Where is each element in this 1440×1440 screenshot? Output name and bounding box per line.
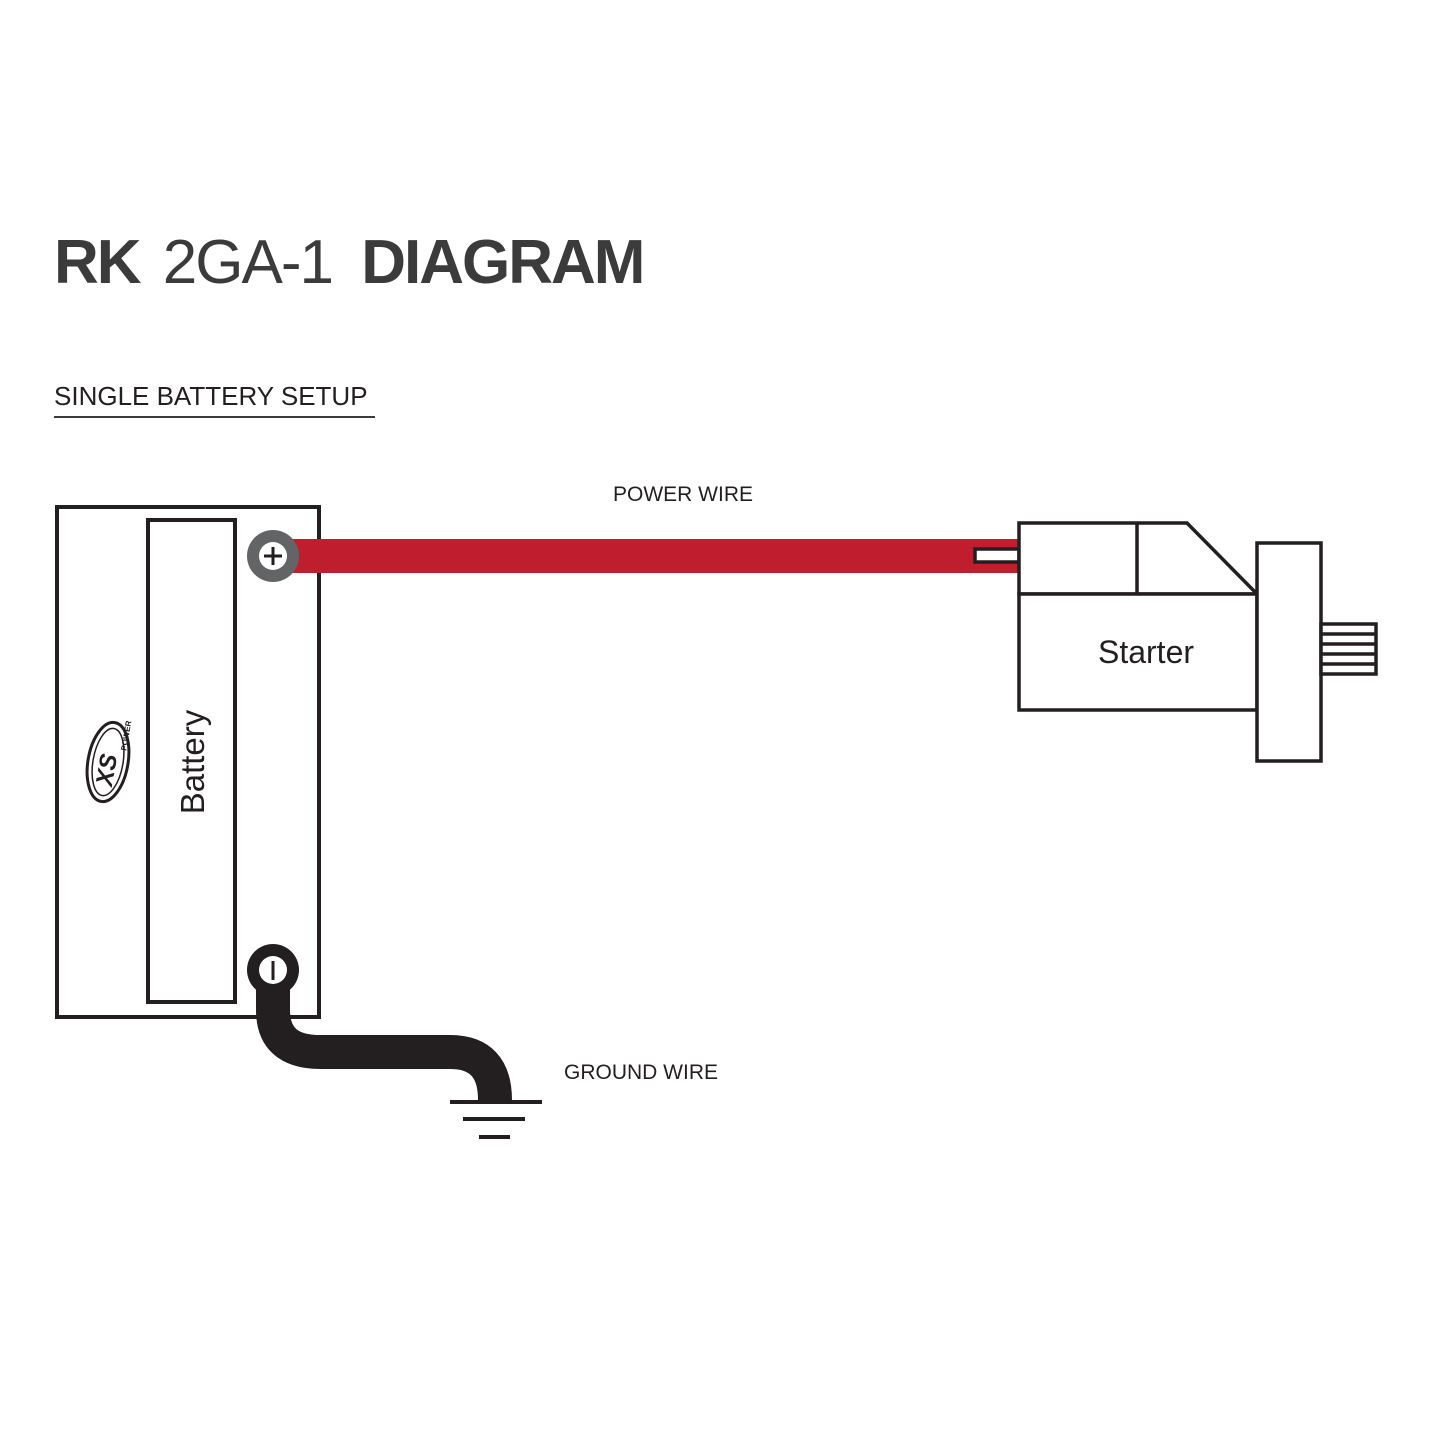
section-subtitle: SINGLE BATTERY SETUP (54, 381, 368, 411)
plus-icon (264, 547, 282, 565)
ground-wire (256, 975, 512, 1101)
battery-label: Battery (174, 709, 211, 814)
power-wire-label: POWER WIRE (613, 483, 753, 506)
starter-pinion (1319, 622, 1378, 676)
starter-label: Starter (1098, 634, 1194, 670)
positive-terminal (247, 530, 299, 582)
power-wire (273, 539, 1019, 573)
title-model-number: 2GA-1 (163, 228, 332, 297)
title-model-prefix: RK (54, 228, 142, 297)
svg-text:XS: XS (91, 752, 123, 790)
starter-flange (1255, 541, 1323, 763)
battery: Battery XS POWER (55, 505, 321, 1019)
title-diagram-word: DIAGRAM (361, 228, 643, 297)
battery-label-panel (146, 518, 237, 1004)
negative-terminal (247, 944, 299, 996)
starter-terminal-stud (973, 547, 1021, 564)
diagram-title: RK 2GA-1 DIAGRAM (54, 228, 643, 297)
ground-wire-label: GROUND WIRE (564, 1061, 718, 1084)
xs-power-logo: XS POWER (85, 720, 133, 804)
starter (973, 521, 1378, 763)
ground-symbol-icon (450, 1100, 542, 1139)
